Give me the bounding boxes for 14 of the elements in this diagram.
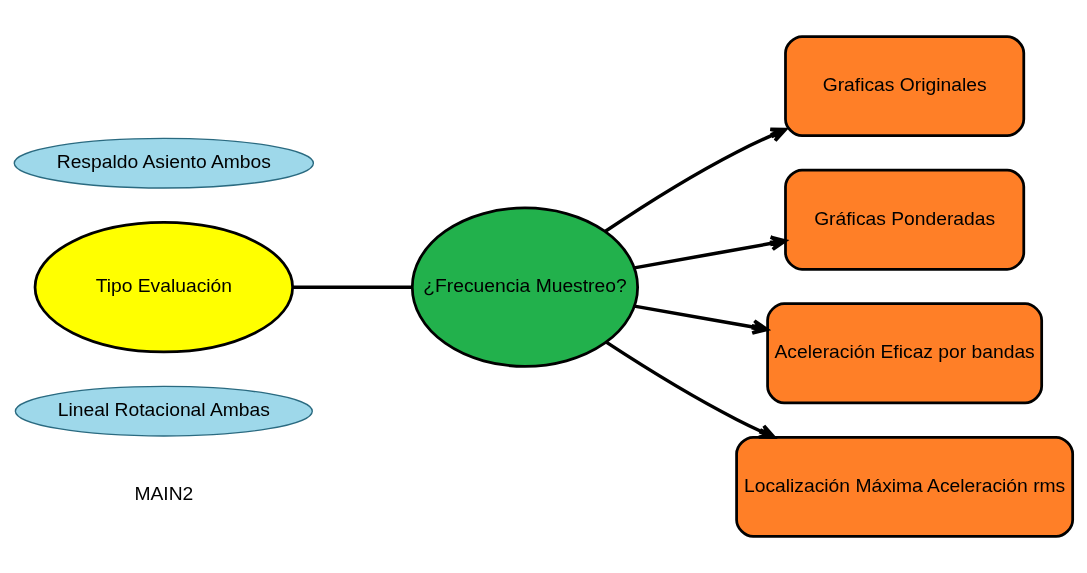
connector <box>293 285 413 289</box>
node-ellipse: ¿Frecuencia Muestreo? <box>410 206 639 368</box>
node-ellipse: Lineal Rotacional Ambas <box>14 385 313 437</box>
node-ellipse: Respaldo Asiento Ambos <box>13 137 315 189</box>
label: MAIN2 <box>134 483 194 505</box>
arrow <box>634 235 788 270</box>
arrow <box>605 340 776 439</box>
node-box: Gráficas Ponderadas <box>784 168 1026 271</box>
node-box: Localización Máxima Aceleración rms <box>735 435 1075 538</box>
node-box: Graficas Originales <box>784 35 1026 138</box>
arrow <box>634 304 769 335</box>
arrow <box>604 127 788 233</box>
node-box: Aceleración Eficaz por bandas <box>766 302 1044 405</box>
node-ellipse: Tipo Evaluación <box>33 221 294 354</box>
